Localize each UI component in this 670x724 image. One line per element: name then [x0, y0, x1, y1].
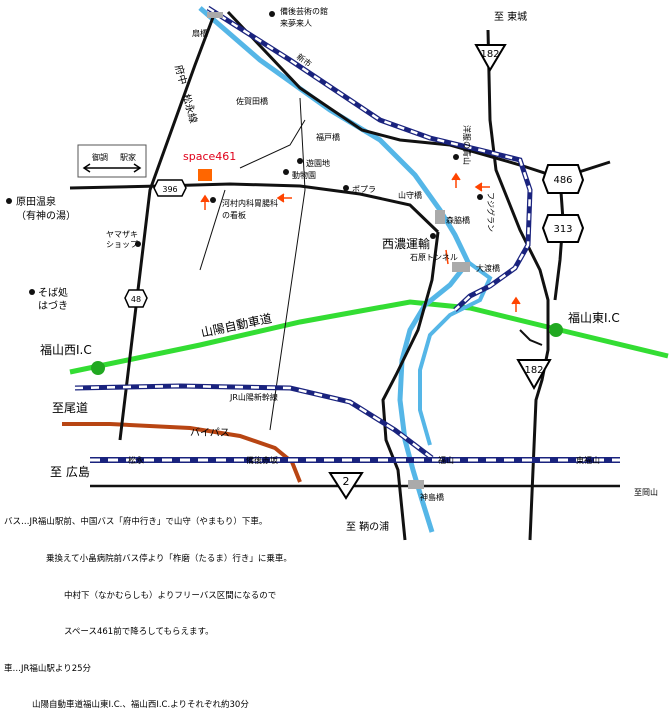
label-bypass: バイパス [190, 427, 230, 439]
label-to-hiroshima: 至 広島 [50, 464, 90, 479]
note-car-1: 車…JR福山駅より25分 [4, 663, 92, 674]
route-48-shield: 48 [124, 289, 148, 308]
label-ishiwara-tunnel: 石原トンネル [410, 253, 458, 262]
label-yugichi: 遊園地 [306, 158, 330, 168]
label-kawamura-clinic-1: 河村内科胃腸科 [222, 198, 278, 208]
label-arikami-yu: （有神の湯） [16, 209, 76, 222]
label-fukutobashi: 福戸橋 [316, 132, 340, 142]
route-182-bottom-label: 182 [524, 365, 543, 376]
note-bus-3: 中村下（なかむらしも）よりフリーバス区間になるので [64, 590, 277, 601]
label-sagakacho: 佐賀田橋 [236, 96, 268, 106]
label-nishino-unyu: 西濃運輸 [382, 236, 430, 251]
label-harada-onsen: 原田温泉 [16, 195, 56, 208]
route-486-shield: 486 [541, 164, 585, 194]
route-313-shield: 313 [541, 214, 585, 243]
route-313-label: 313 [553, 224, 572, 235]
label-kimuraijin: 来夢来人 [280, 18, 312, 28]
label-to-onomichi: 至尾道 [52, 401, 88, 415]
label-ougibashi: 扇橋 [192, 28, 208, 38]
fukuyama-higashi-ic-marker [549, 323, 563, 337]
label-soba-1: そば処 [38, 286, 68, 299]
route-2-shield: 2 [328, 472, 364, 500]
label-jr-shinkansen: JR山陽新幹線 [229, 392, 278, 402]
label-youfuku-aoyama: 洋服の青山 [462, 125, 472, 165]
route-182-top-label: 182 [480, 49, 499, 60]
route-2-label: 2 [343, 475, 350, 488]
label-to-tomonoura: 至 鞆の浦 [346, 520, 389, 533]
roads [69, 10, 620, 541]
label-soba-2: はづき [38, 300, 68, 312]
label-goshirabe: 御調 [92, 152, 108, 162]
river-branch [418, 260, 493, 446]
space461-marker [198, 169, 212, 181]
bypass-line [62, 422, 302, 483]
route-182-bottom-shield: 182 [516, 359, 552, 391]
label-to-tojo: 至 東城 [494, 10, 527, 23]
note-bus-1: バス…JR福山駅前、中国バス「府中行き」で山守（やまもり）下車。 [4, 517, 268, 528]
route-396-label: 396 [162, 185, 177, 194]
label-bingo-akasaka: 備後赤坂 [246, 455, 278, 465]
poi-dots [6, 11, 483, 295]
note-bus-4: スペース461前で降ろしてもらえます。 [64, 627, 214, 638]
label-morikibashi: 森脇橋 [446, 215, 470, 225]
label-ohdorii-bashi: 大渡橋 [476, 263, 500, 273]
label-fukuyama-nishi-ic: 福山西I.C [40, 342, 92, 357]
label-ekiya: 駅家 [120, 152, 136, 162]
label-matsunaga: 松永 [128, 455, 144, 465]
label-space461: space461 [183, 150, 236, 163]
label-yamazaki-1: ヤマザキ [106, 230, 138, 239]
route-182-top-shield: 182 [474, 44, 507, 72]
fukuyama-nishi-ic-marker [91, 361, 105, 375]
label-higashi-fukuyama: 東福山 [576, 455, 600, 465]
map-labels: 備後芸術の館 来夢来人 扇橋 府中 松永線 佐賀田橋 福戸橋 洋服の青山 フジグ… [16, 6, 658, 533]
label-fukuyama-higashi-ic: 福山東I.C [568, 310, 620, 325]
label-doubutsuen: 動物園 [292, 170, 316, 180]
label-to-okayama: 至岡山 [634, 487, 658, 497]
label-kawamura-clinic-2: の看板 [222, 210, 246, 220]
label-bingo-museum: 備後芸術の館 [280, 6, 328, 16]
label-kanshimabashi: 神島橋 [420, 492, 444, 502]
railways [74, 5, 620, 463]
route-shields: 182 486 313 396 48 182 2 [124, 44, 585, 500]
direction-sign [77, 144, 147, 178]
label-fukuyama-station: 福山 [438, 455, 454, 465]
direction-arrows [200, 172, 521, 312]
label-yamamoribashi: 山守橋 [398, 190, 422, 200]
note-bus-2: 乗換えて小畠病院前バス停より「柞磨（たるま）行き」に乗車。 [46, 554, 292, 565]
directions-notes: バス…JR福山駅前、中国バス「府中行き」で山守（やまもり）下車。 乗換えて小畠病… [4, 492, 292, 724]
label-yamazaki-2: ショップ [106, 240, 138, 249]
note-car-2: 山陽自動車道福山東I.C.、福山西I.C.よりそれぞれ約30分 [32, 700, 249, 711]
route-486-label: 486 [553, 175, 572, 186]
route-48-label: 48 [131, 295, 141, 304]
route-map: 182 486 313 396 48 182 2 [6, 5, 669, 541]
bridges [207, 12, 470, 489]
label-popura: ポプラ [352, 185, 376, 194]
label-fuji-grand: フジグラン [486, 192, 496, 232]
route-396-shield: 396 [153, 179, 187, 197]
